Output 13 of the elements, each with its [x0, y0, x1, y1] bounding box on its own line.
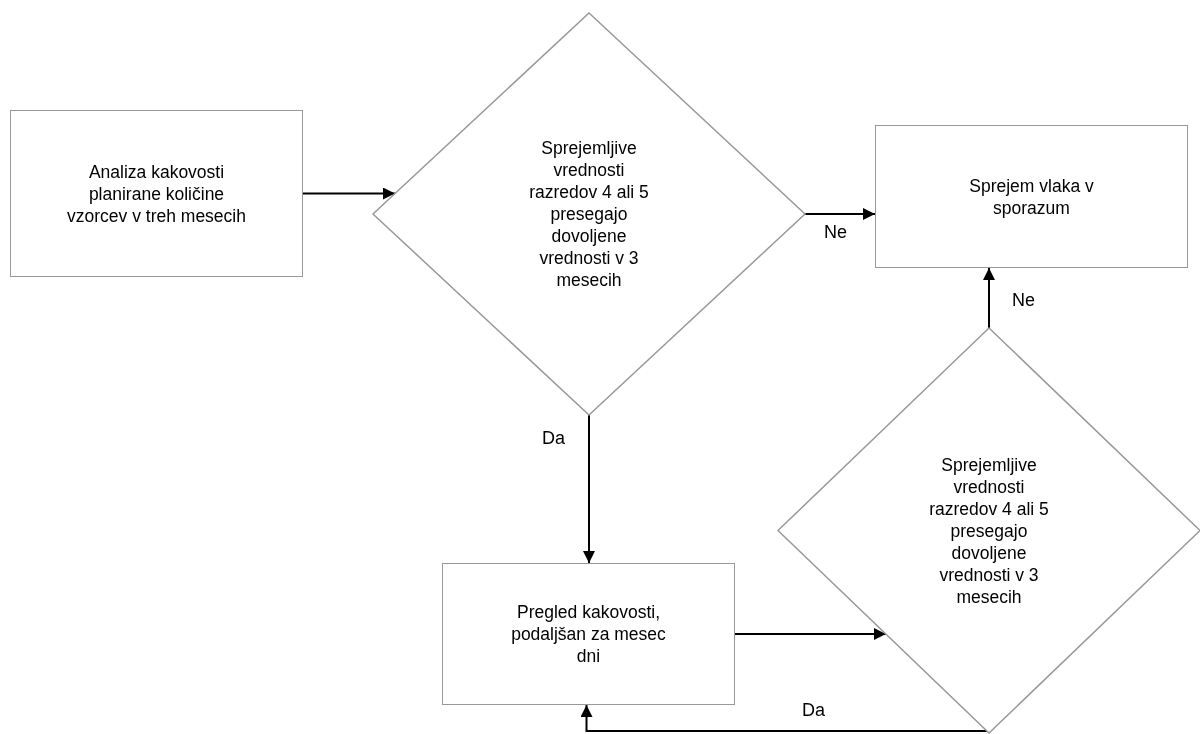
process-box [875, 125, 1188, 268]
process-box [10, 110, 303, 277]
arrow [302, 187, 397, 200]
node-text: Sprejemljive vrednosti razredov 4 ali 5 presegajo dovoljene vrednosti v 3 mesecih [528, 137, 650, 291]
node-text: Pregled kakovosti, podaljšan za mesec dni [510, 601, 667, 667]
process-box [442, 563, 735, 705]
node-text: Analiza kakovosti planirane količine vzorcev v treh mesecih [66, 160, 247, 227]
arrow [734, 628, 887, 640]
arrow [804, 208, 876, 220]
node-text: Sprejem vlaka v sporazum [968, 174, 1095, 219]
node-text: Sprejemljive vrednosti razredov 4 ali 5 presegajo dovoljene vrednosti v 3 mesecih [928, 453, 1050, 608]
arrow [583, 414, 595, 564]
arrow [983, 267, 995, 329]
